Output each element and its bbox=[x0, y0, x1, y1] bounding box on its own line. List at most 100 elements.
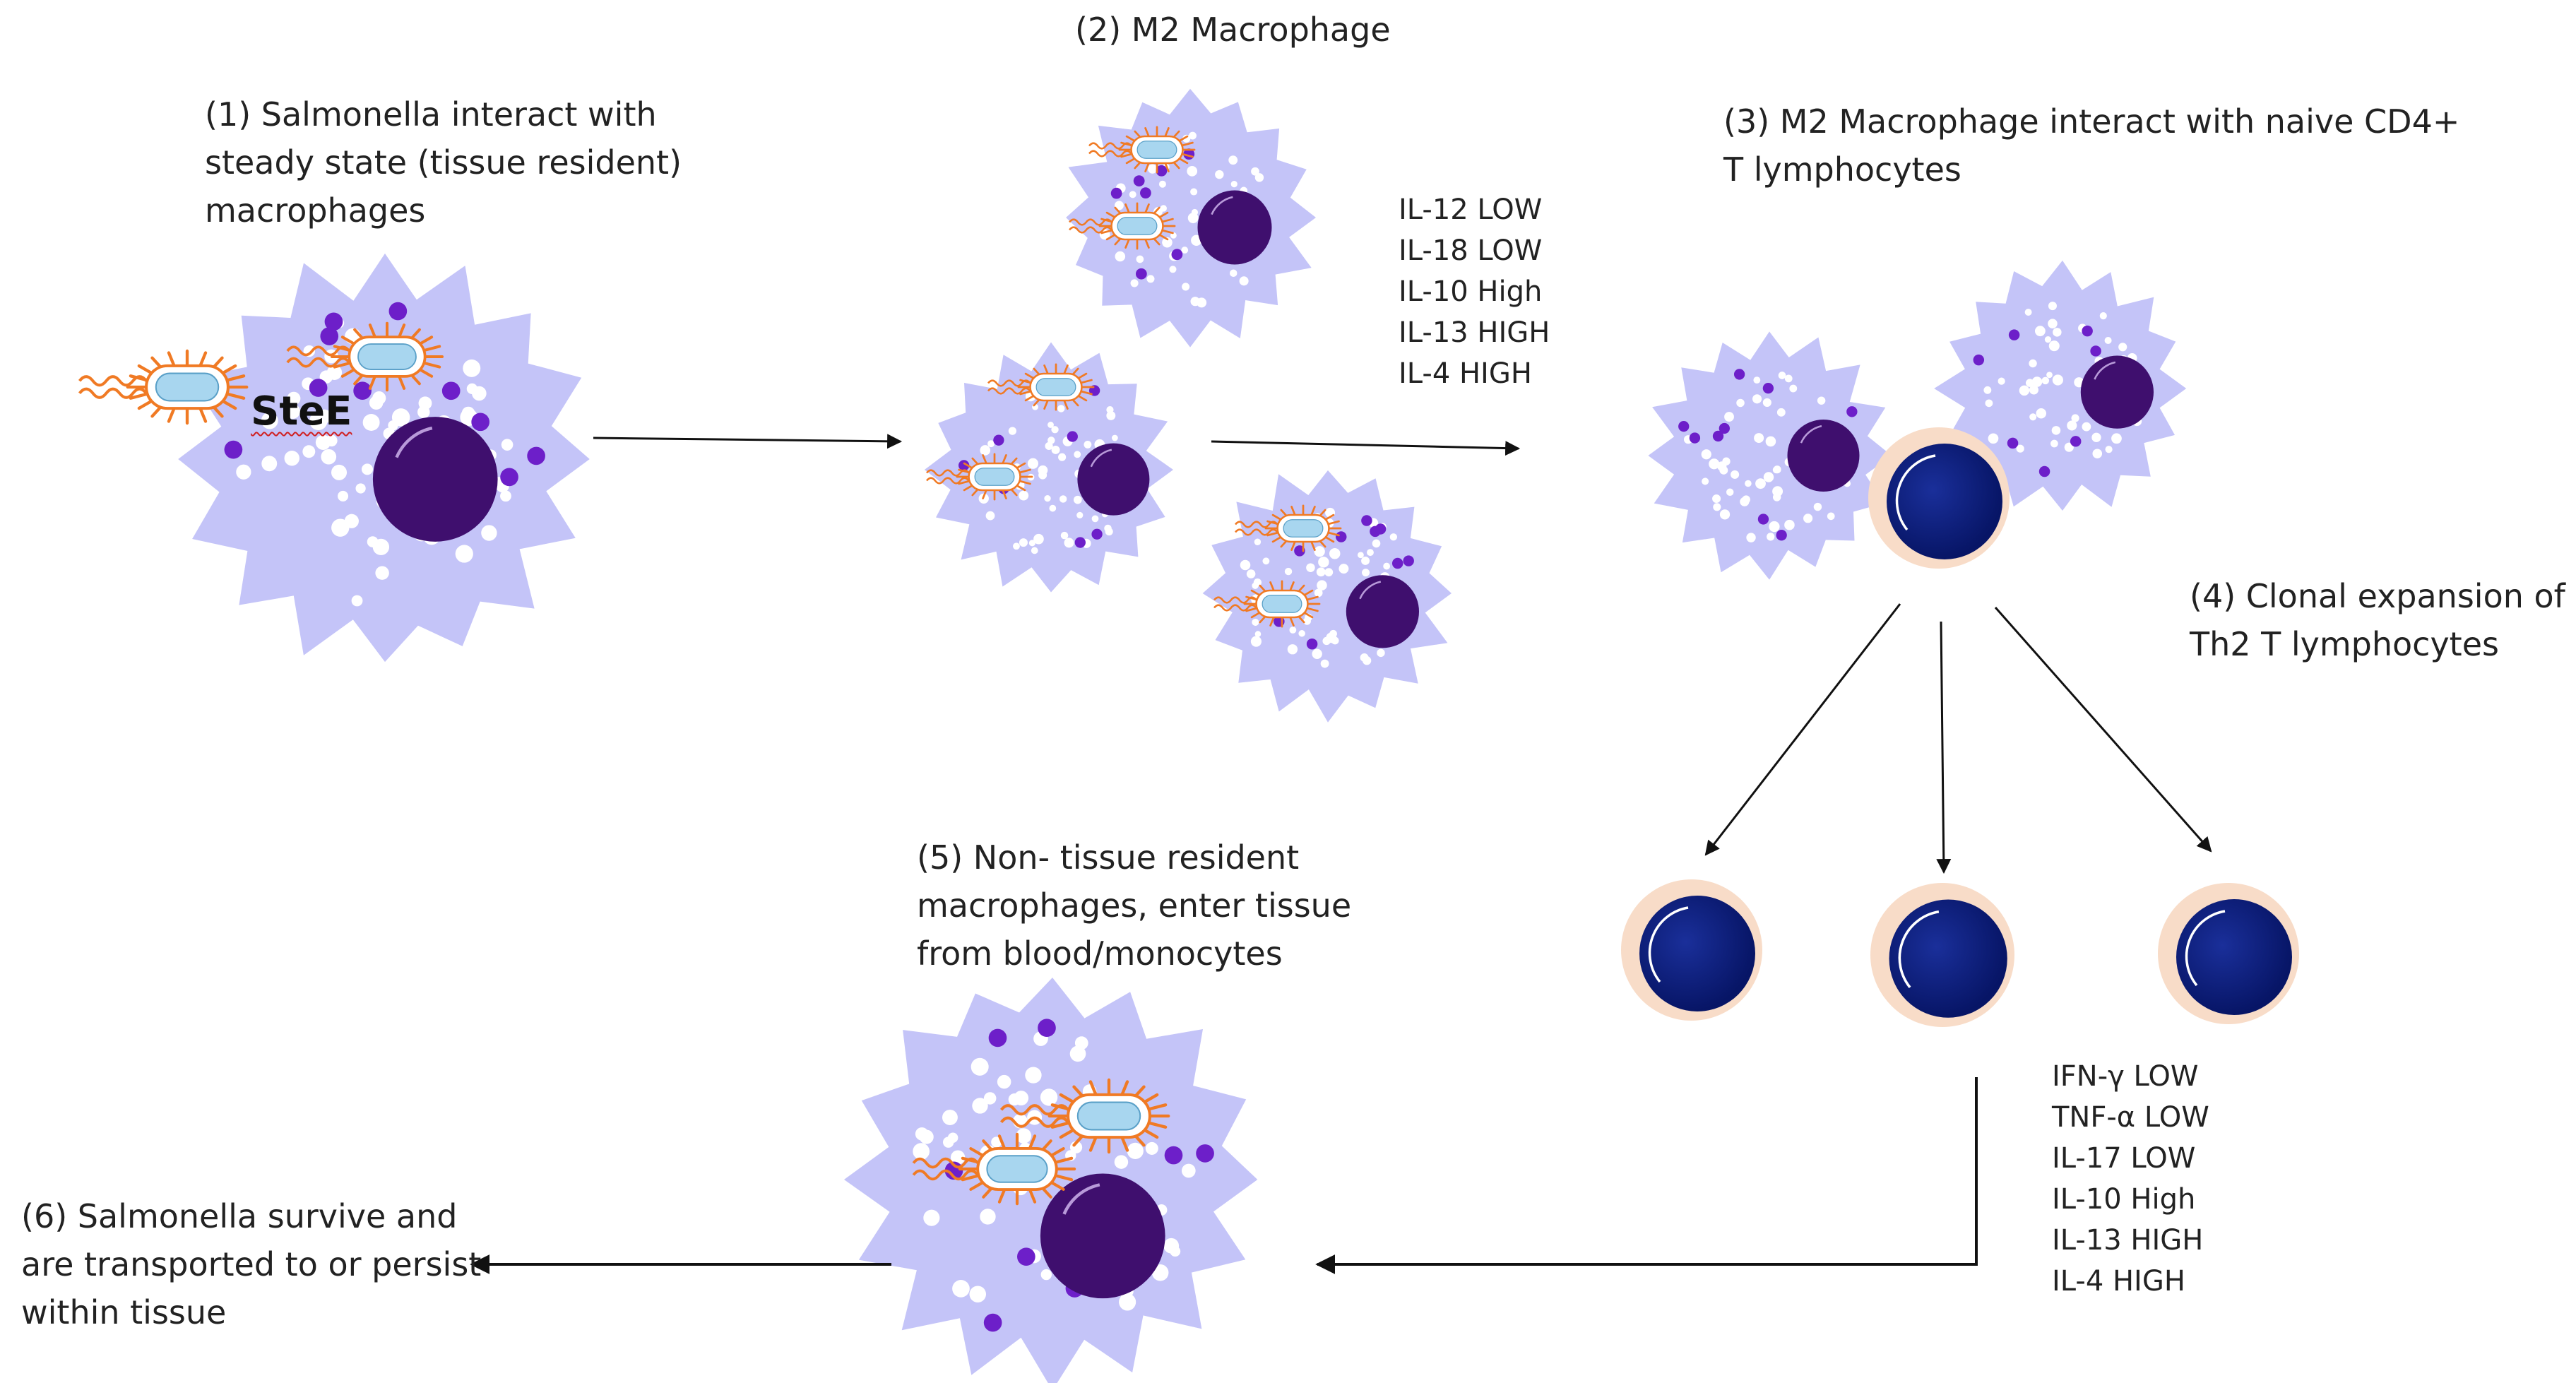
vesicle bbox=[2051, 426, 2061, 435]
vesicle bbox=[1215, 170, 1224, 179]
pilus bbox=[224, 374, 246, 382]
vesicle bbox=[287, 391, 301, 405]
vesicle bbox=[236, 464, 251, 480]
vesicle bbox=[355, 483, 366, 494]
cytokine-il4: IL-4 HIGH bbox=[1399, 357, 1532, 390]
vesicle bbox=[2053, 328, 2062, 337]
granule bbox=[1091, 528, 1103, 540]
vesicle bbox=[481, 525, 497, 541]
vesicle bbox=[1074, 1036, 1088, 1050]
salmonella-5a bbox=[999, 1078, 1170, 1154]
tcell-highlight bbox=[1648, 906, 1689, 983]
vesicle bbox=[972, 1098, 988, 1114]
flagellum bbox=[1235, 521, 1278, 528]
granule bbox=[1403, 555, 1414, 566]
granule bbox=[1017, 1247, 1035, 1266]
vesicle bbox=[1016, 1128, 1032, 1144]
granule bbox=[2082, 325, 2093, 337]
granule bbox=[1133, 175, 1145, 186]
naive-cd4-t-cell bbox=[1868, 427, 2010, 569]
granule bbox=[1171, 249, 1183, 261]
vesicle bbox=[1769, 521, 1780, 533]
vesicle bbox=[261, 456, 278, 472]
vesicle bbox=[331, 518, 350, 537]
vesicle bbox=[919, 1129, 934, 1144]
vesicle bbox=[2071, 414, 2079, 422]
arrow-step1-to-step2 bbox=[593, 434, 903, 449]
vesicle bbox=[985, 511, 995, 521]
vesicle bbox=[1019, 490, 1029, 501]
cytoplasm bbox=[1934, 260, 2187, 511]
salmonella-2f bbox=[1213, 580, 1321, 628]
nucleus-highlight bbox=[2094, 361, 2116, 380]
pilus bbox=[1052, 1156, 1074, 1165]
vesicle bbox=[1187, 213, 1199, 224]
vesicle bbox=[1074, 451, 1081, 458]
vesicle bbox=[1339, 564, 1349, 574]
tcell-nucleus bbox=[2176, 899, 2292, 1015]
flagellum bbox=[1088, 150, 1132, 158]
salmonella-2e bbox=[1235, 504, 1342, 552]
vesicle bbox=[997, 1074, 1011, 1089]
granule bbox=[1361, 515, 1372, 526]
pilus bbox=[1052, 1173, 1074, 1182]
vesicle bbox=[1190, 188, 1198, 196]
vesicle bbox=[1119, 1293, 1136, 1311]
vesicle bbox=[466, 383, 478, 394]
step1-label: (1) Salmonella interact with steady stat… bbox=[205, 95, 682, 230]
flagellum bbox=[78, 387, 148, 399]
vesicle bbox=[1284, 567, 1293, 576]
vesicle bbox=[1817, 396, 1826, 405]
vesicle bbox=[1058, 453, 1067, 461]
pilus bbox=[1120, 153, 1134, 158]
vesicle bbox=[1246, 569, 1256, 578]
flagellum bbox=[999, 1116, 1069, 1128]
tcell-highlight bbox=[1895, 454, 1936, 531]
vesicle bbox=[1713, 503, 1721, 511]
vesicle bbox=[1028, 540, 1035, 547]
nucleus-highlight bbox=[1062, 1183, 1100, 1215]
vesicle bbox=[455, 545, 473, 563]
granule bbox=[1164, 1146, 1183, 1165]
th2-t-cell-right bbox=[2158, 883, 2299, 1024]
granule bbox=[993, 434, 1004, 446]
bacterium-body bbox=[1262, 595, 1302, 613]
flagellum bbox=[1235, 528, 1278, 536]
m2-macrophage-top bbox=[1066, 88, 1316, 348]
arrow-step2-to-step3 bbox=[1211, 440, 1521, 456]
pilus bbox=[333, 361, 352, 369]
tcell-nucleus bbox=[1887, 444, 2002, 559]
granule bbox=[1712, 430, 1724, 442]
granule bbox=[1306, 638, 1318, 650]
vesicle bbox=[1162, 237, 1173, 248]
pilus bbox=[224, 392, 246, 400]
vesicle bbox=[980, 445, 991, 456]
vesicle bbox=[1776, 408, 1786, 417]
pilus bbox=[1079, 390, 1093, 396]
vesicle bbox=[1169, 266, 1177, 273]
vesicle bbox=[1059, 495, 1067, 503]
granule bbox=[1733, 369, 1745, 380]
vesicle bbox=[1051, 446, 1060, 454]
vesicle bbox=[2041, 376, 2050, 385]
vesicle bbox=[1073, 495, 1082, 504]
nucleus-highlight bbox=[1359, 581, 1382, 600]
vesicle bbox=[1040, 1088, 1058, 1106]
vesicle bbox=[2105, 446, 2113, 453]
granule bbox=[353, 381, 372, 400]
granule bbox=[1156, 165, 1168, 177]
tcell-cytokine-list: IFN-γ LOW TNF-α LOW IL-17 LOW IL-10 High… bbox=[2052, 1056, 2209, 1302]
vesicle bbox=[1778, 372, 1786, 379]
vesicle bbox=[980, 1209, 996, 1225]
flagellum bbox=[926, 477, 970, 485]
vesicle bbox=[1250, 636, 1262, 647]
vesicle bbox=[1252, 618, 1259, 627]
pilus bbox=[1326, 520, 1340, 526]
pilus bbox=[129, 392, 150, 400]
vesicle bbox=[1229, 269, 1237, 277]
granule bbox=[1140, 187, 1151, 199]
vesicle bbox=[1983, 386, 1992, 394]
arrow-tcells-to-step5 bbox=[1315, 1077, 1978, 1274]
granule bbox=[324, 312, 343, 331]
granule bbox=[1391, 557, 1403, 569]
